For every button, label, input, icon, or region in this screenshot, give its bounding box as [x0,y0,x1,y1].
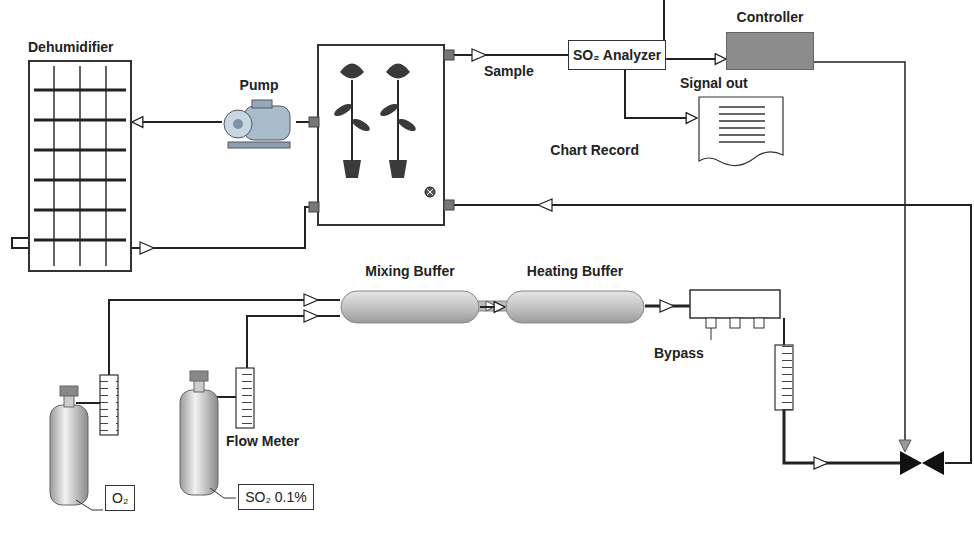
node-title: Dehumidifier [28,38,132,56]
pump-icon: Pump [222,76,296,150]
flow-label: Flow Meter [226,432,299,450]
flow-label: Signal out [680,74,748,92]
flow-arrow [132,121,222,123]
pump-drawing [222,94,296,150]
node-title: Mixing Buffer [340,262,480,280]
buffer-tank: Heating Buffer [505,262,645,324]
flow-label: Sample [484,62,534,80]
buffer-capsule [505,290,645,324]
node-title: SO₂ Analyzer [573,46,661,64]
flow-label: Bypass [654,344,704,362]
buffer-tank: Mixing Buffer [340,262,480,324]
chart-recorder: Chart Record [697,95,785,169]
node-title: Chart Record [550,141,639,159]
dehumidifier-grid [28,60,132,272]
node-title: O₂ [112,489,128,507]
controller-box: Controller [726,8,814,70]
buffer-capsule [340,290,480,324]
node-title: SO₂ 0.1% [245,488,307,506]
flow-arrow [480,306,505,308]
dehumidifier-unit: Dehumidifier [28,38,132,272]
chart-paper [697,95,785,169]
analyzer-box: SO₂ Analyzer [568,40,666,70]
node-title: Controller [726,8,814,26]
flow-arrow [666,58,726,60]
node-title: Heating Buffer [505,262,645,280]
node-title: Pump [222,76,296,94]
gas-label-box: SO₂ 0.1% [238,484,314,510]
gas-label-box: O₂ [105,485,135,511]
controller-body [726,32,814,70]
